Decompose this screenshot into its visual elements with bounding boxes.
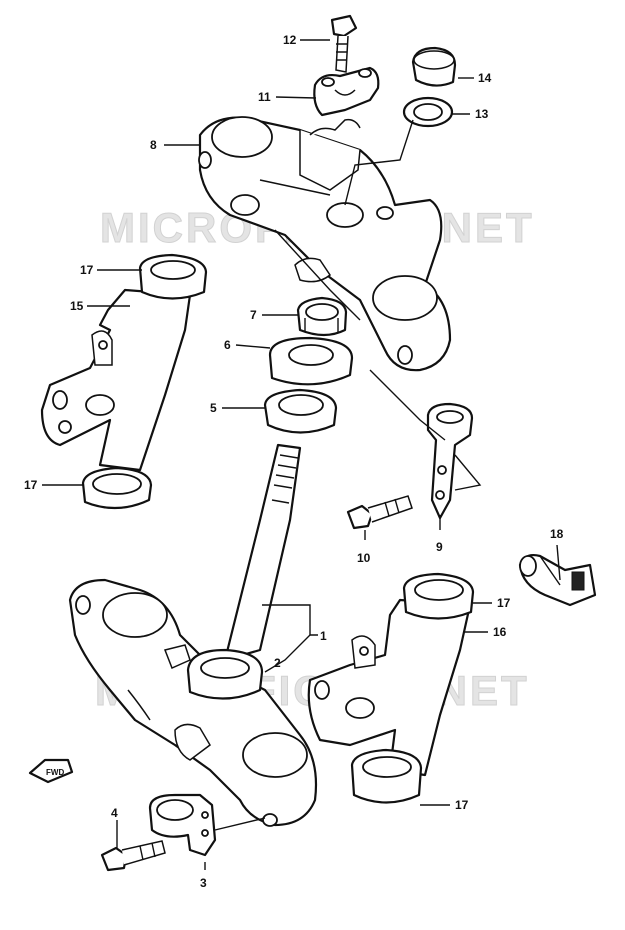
washer-part-6	[268, 336, 354, 386]
bearing-part-5	[263, 388, 338, 434]
bolt-part-12	[330, 14, 358, 73]
callout-14: 14	[478, 71, 492, 85]
seal-part-17-upper-right	[402, 572, 475, 620]
callout-17-b: 17	[24, 478, 38, 492]
callout-13: 13	[475, 107, 489, 121]
callout-7: 7	[250, 308, 257, 322]
callout-16: 16	[493, 625, 507, 639]
lower-bracket-part-1	[68, 578, 318, 827]
cable-guide-part-9	[426, 402, 474, 520]
callout-9: 9	[436, 540, 443, 554]
callout-6: 6	[224, 338, 231, 352]
callout-11: 11	[258, 90, 271, 104]
seal-part-17-lower-right	[350, 748, 423, 804]
bearing-part-2	[186, 648, 264, 700]
seal-part-17-lower-left	[81, 466, 153, 510]
steering-lock-switch-part-18	[518, 553, 597, 607]
callout-1: 1	[320, 629, 327, 643]
callout-17-c: 17	[497, 596, 511, 610]
left-headlight-bracket-part-15	[40, 288, 192, 472]
cap-part-14	[411, 46, 457, 87]
callout-10: 10	[357, 551, 371, 565]
leader-lines	[42, 39, 561, 870]
callout-15: 15	[70, 299, 84, 313]
callout-labels: 12 11 8 14 13 17 15 7 6 5 17 10 9 18 17 …	[24, 33, 564, 890]
callout-18: 18	[550, 527, 564, 541]
right-headlight-bracket-part-16	[307, 598, 472, 777]
lower-clamp-part-3	[148, 793, 217, 857]
washer-part-13	[402, 96, 454, 128]
callout-8: 8	[150, 138, 157, 152]
bolt-part-4	[100, 840, 166, 872]
callout-17-d: 17	[455, 798, 469, 812]
callout-4: 4	[111, 806, 118, 820]
steering-stem-part-1	[223, 443, 302, 662]
callout-17-a: 17	[80, 263, 94, 277]
stem-nut-part-7	[296, 296, 348, 337]
callout-3: 3	[200, 876, 207, 890]
callout-12: 12	[283, 33, 297, 47]
fwd-label: FWD	[46, 768, 64, 777]
forward-direction-arrow: FWD	[28, 758, 74, 784]
upper-bracket-part-8	[198, 116, 452, 372]
callout-5: 5	[210, 401, 217, 415]
handlebar-clamp-part-11	[313, 66, 380, 117]
bolt-part-10	[346, 495, 413, 530]
seal-part-17-upper-left	[138, 253, 208, 300]
callout-2: 2	[274, 656, 281, 670]
